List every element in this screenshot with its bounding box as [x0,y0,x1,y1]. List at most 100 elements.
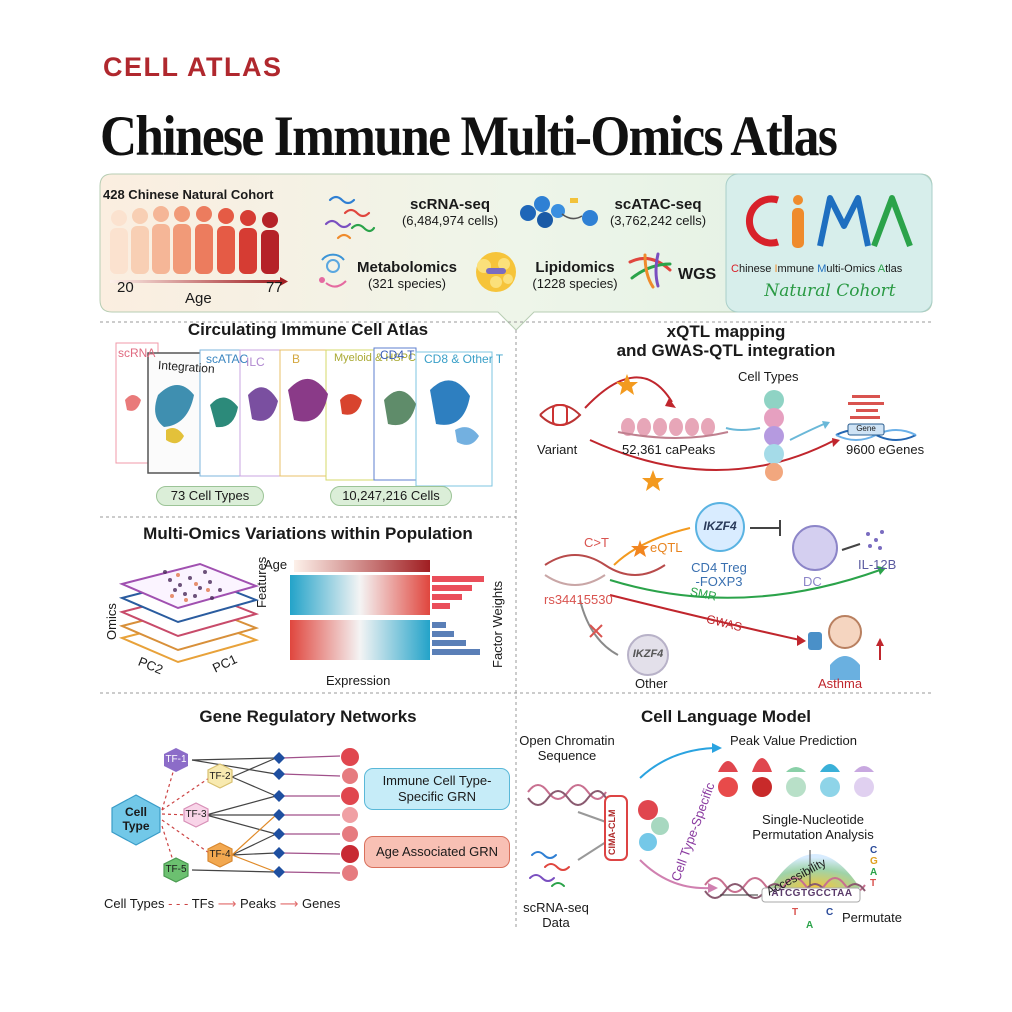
grn-legend: Cell Types - - - TFs ⟶ Peaks ⟶ Genes [104,896,341,911]
xqtl-title-line1: xQTL mapping [666,322,786,341]
clm-sequence: ATCGTGCCTAA [771,888,853,899]
grn-age-box: Age Associated GRN [364,836,510,868]
multiomics-title: Multi-Omics Variations within Population [143,524,473,543]
atlas-card-scatac: scATAC [206,352,249,366]
omics-scatac-name: scATAC-seq [614,196,702,213]
age-min: 20 [117,279,134,296]
multiomics-age: Age [264,557,288,572]
gwas-eqtl: eQTL [650,540,683,555]
gwas-ikzf4: IKZF4 [703,519,737,533]
journal-label: CELL ATLAS [103,52,283,82]
clm-peak-value: Peak Value Prediction [730,733,857,748]
grn-tf5: TF-5 [165,864,187,875]
clm-base-a: A [870,867,878,878]
atlas-card-cd4t: CD4 T [380,348,415,362]
gwas-treg-line1: CD4 Treg [691,560,747,575]
omics-scrna-name: scRNA-seq [409,196,491,213]
atlas-stat-cell-types: 73 Cell Types [156,486,264,506]
age-max: 77 [266,279,283,296]
xqtl-variant: Variant [537,442,578,457]
scatac-icon [520,196,598,228]
grn-cell-type: Cell Type [112,805,160,833]
grn-legend-tfs: TFs [191,896,215,911]
omics-scrna: scRNA-seq (6,484,974 cells) [380,196,520,228]
grn-tf3: TF-3 [185,809,207,820]
clm-base-low-a: A [806,920,814,931]
clm-scrna-line2: Data [542,915,570,930]
grn-network [111,748,359,883]
clm-base-low-c: C [826,907,834,918]
multiomics-factor-weights: Factor Weights [490,580,505,668]
omics-lipidomics-detail: (1228 species) [532,276,618,291]
tagline-rest-a: tlas [885,263,903,275]
atlas-title: Circulating Immune Cell Atlas [187,320,429,339]
tagline-rest-m: ulti-Omics [826,263,878,275]
atlas-card-ilc: ILC [246,355,265,369]
clm-scrna-line1: scRNA-seq [523,900,589,915]
clm-graphics [527,743,874,903]
clm-snp-line2: Permutation Analysis [752,827,874,842]
cohort-label: 428 Chinese Natural Cohort [103,187,274,202]
tagline-rest-c: hinese [738,263,775,275]
tagline-cap-m: M [817,263,827,275]
multiomics-omics: Omics [104,603,119,640]
page-title: Chinese Immune Multi-Omics Atlas [100,105,838,168]
tagline-cap-a: A [877,263,886,275]
clm-title: Cell Language Model [640,707,812,726]
gwas-il12b: IL-12B [858,557,897,572]
omics-scatac: scATAC-seq (3,762,242 cells) [595,196,721,228]
gwas-ikzf4-other: IKZF4 [632,648,664,660]
grn-immune-box: Immune Cell Type- Specific GRN [364,768,510,810]
cima-logo [740,186,920,256]
grn-cell-type-line1: Cell [124,805,147,819]
cima-tagline: Chinese Immune Multi-Omics Atlas [731,263,902,275]
grn-title: Gene Regulatory Networks [199,707,417,726]
grn-cell-type-line2: Type [122,819,150,833]
omics-scrna-detail: (6,484,974 cells) [401,213,499,228]
grn-legend-genes: Genes [302,896,341,911]
clm-model-label: CIMA-CLM [607,809,617,856]
atlas-card-scrna: scRNA [118,346,156,360]
cima-subtitle: Natural Cohort [764,281,896,301]
multiomics-expression: Expression [326,673,391,688]
metabolomics-icon [319,253,347,288]
grn-legend-cell-types: Cell Types [104,896,165,911]
xqtl-gene-label: Gene [856,424,876,433]
tagline-cap-c: C [731,263,739,275]
cohort-people-icon [110,206,288,286]
xqtl-capeaks: 52,361 caPeaks [622,442,716,457]
tagline-rest-i: mmune [777,263,818,275]
atlas-card-b: B [292,352,301,366]
grn-legend-peaks: Peaks [239,896,277,911]
clm-snp-line1: Single-Nucleotide [762,812,864,827]
wgs-icon [628,252,672,289]
omics-metabolomics-detail: (321 species) [367,276,447,291]
xqtl-title-line2: and GWAS-QTL integration [616,341,836,360]
xqtl-cell-types: Cell Types [738,369,799,384]
gwas-treg-line2: -FOXP3 [695,574,743,589]
clm-base-g: G [870,856,878,867]
gwas-other: Other [635,676,668,691]
gwas-ct: C>T [584,535,609,550]
omics-wgs-name: WGS [678,266,717,283]
lipidomics-icon [476,252,516,292]
clm-base-low-t: T [792,907,799,918]
omics-metabolomics: Metabolomics (321 species) [346,259,468,291]
gwas-dc: DC [803,574,822,589]
multiomics-features: Features [254,556,269,608]
scrna-icon [324,195,376,240]
atlas-card-cd8: CD8 & Other T [424,352,504,366]
gwas-asthma: Asthma [818,676,863,691]
grn-tf1: TF-1 [165,754,187,765]
xqtl-egenes: 9600 eGenes [846,442,925,457]
atlas-cards [115,342,493,487]
gwas-rsid: rs34415530 [544,592,613,607]
clm-open-chromatin-line1: Open Chromatin [519,733,615,748]
grn-immune-line2: Specific GRN [397,789,477,804]
atlas-card-myeloid: Myeloid & HSPC [334,352,416,364]
clm-bases-right: C G A T [870,845,878,889]
omics-metabolomics-name: Metabolomics [356,259,458,276]
xqtl-graphics [539,374,917,491]
clm-open-chromatin-line2: Sequence [537,748,597,763]
